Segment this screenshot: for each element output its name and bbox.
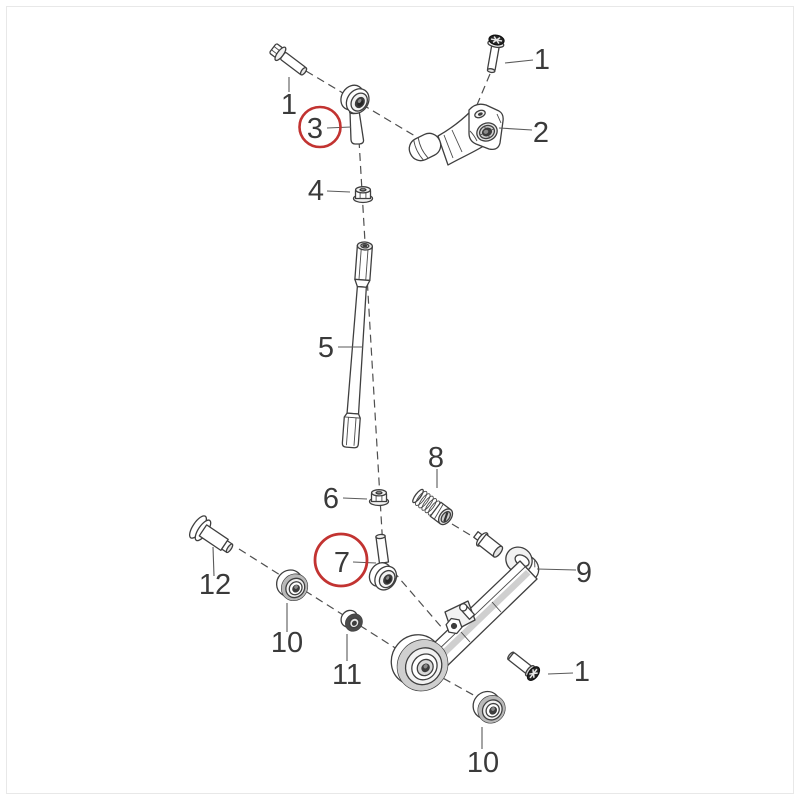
bushing-bore [351,620,357,626]
callout-labels: 1 2 3 4 1 5 6 7 8 9 10 11 12 1 10 [199,44,592,779]
rod-top-hex [354,244,373,282]
part-spacer-bushing [340,609,363,632]
rod-end-ball [368,562,398,591]
leader-6 [342,497,368,500]
callout-3: 3 [307,113,323,145]
rod-end-ball [340,84,370,115]
bolt-tip [299,66,308,76]
leader-1-lever [547,672,574,675]
callout-11: 11 [332,659,362,691]
highlight-circle-7 [313,532,369,588]
leader-12 [212,546,215,577]
axis-pin12-to-lever-eye [238,548,420,664]
callout-10-left: 10 [271,627,303,659]
arm-spline-bore [476,122,498,142]
callout-12: 12 [199,569,231,601]
leader-3 [326,126,352,129]
callout-2: 2 [533,117,549,149]
part-rod-end-upper [340,84,370,145]
page-frame [6,6,794,794]
pin-tip [225,543,234,554]
part-linkage-rod [341,241,373,449]
callout-7: 7 [334,547,350,579]
part-flange-nut-upper [352,186,374,204]
rod-end-stud [349,109,365,145]
part-spring-plunger [412,488,454,526]
part-lever-arm [390,531,540,692]
part-bearing-left [275,569,309,602]
part-torx-bolt-top-right [486,34,505,74]
rod-top-bore [362,244,368,248]
callout-5: 5 [318,332,334,364]
axis-rodend7-to-clamp [392,570,444,630]
rod-shaft [346,285,367,415]
callout-1-top-right: 1 [534,44,550,76]
highlight-circle-3 [298,105,342,149]
callout-leaders [212,59,577,749]
callout-4: 4 [308,175,324,207]
bolt-shaft [486,43,500,72]
highlight-circles [298,105,369,588]
arm-top-hole [474,109,486,119]
axis-eye-to-bearing10 [431,671,487,703]
part-torx-bolt-lever [507,651,541,681]
part-bearing-bottom [472,690,506,724]
leader-1-top-right [504,59,534,64]
callout-9: 9 [576,557,592,589]
rod-end-stud [375,535,390,565]
assembly-axes [238,70,491,703]
axis-bolt1-to-arm2-hole [473,73,491,113]
lever-clamp-nut [445,617,463,635]
part-rod-end-lower [368,533,398,591]
part-flange-nut-lower [368,489,390,507]
leader-9 [536,568,577,571]
lever-clamp-pin [459,603,476,620]
plunger-slot [443,512,449,522]
leader-7 [352,561,377,564]
axis-bolt1-to-arm2 [305,70,416,137]
part-pivot-pin [188,515,234,554]
part-hex-bolt-top-left [269,43,308,76]
leader-2 [498,127,533,131]
lever-eye [390,634,449,692]
callout-10-bottom: 10 [467,747,499,779]
leader-4 [326,190,351,193]
callout-6: 6 [323,483,339,515]
callout-8: 8 [428,442,444,474]
lever-tube [473,531,504,558]
callout-1-top-left: 1 [281,89,297,121]
part-shift-arm [408,103,504,166]
arm-boot [408,132,442,162]
callout-1-lever: 1 [574,656,590,688]
